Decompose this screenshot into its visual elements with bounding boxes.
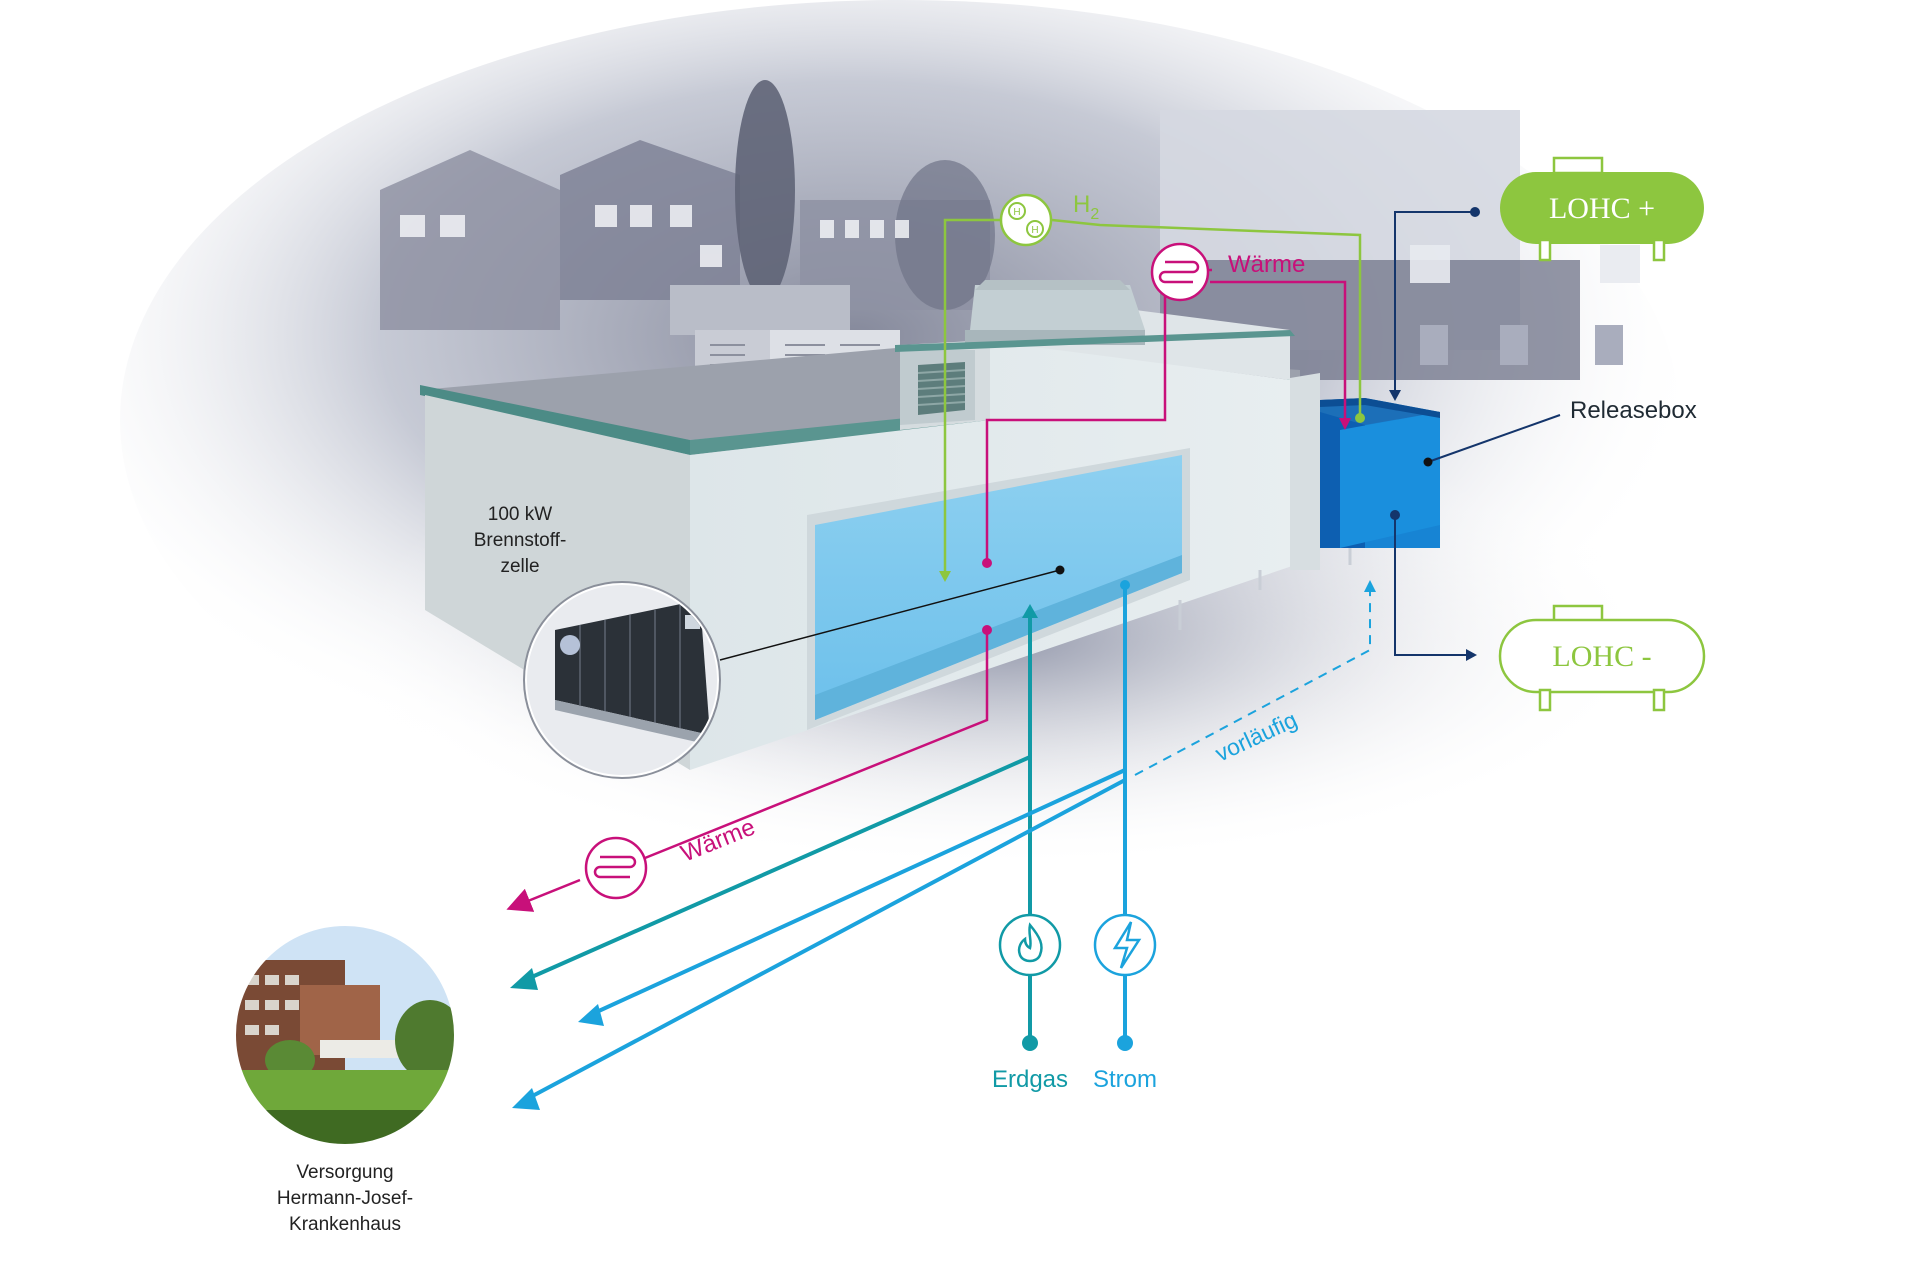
heat-label-top: Wärme [1228,251,1305,278]
fuel-cell-caption-line1: 100 kW [487,504,553,525]
hospital-caption-line2: Hermann-Josef- [276,1188,414,1209]
h2-label-subscript: 2 [1090,206,1099,223]
lohc-full-tank: LOHC + [1500,156,1704,262]
lohc-empty-tank: LOHC - [1498,604,1706,712]
lohc-empty-label: LOHC - [1552,640,1651,673]
heat-line-bottom [506,630,989,912]
svg-text:H: H [1031,225,1038,236]
heat-coil-icon [1150,242,1210,302]
power-label: Strom [1093,1066,1157,1093]
lohc-full-label: LOHC + [1549,192,1655,225]
gas-line [524,610,1032,1043]
lohc-lines [1394,211,1561,656]
provisional-line [1134,590,1371,776]
hydrogen-molecule-icon: H H [999,193,1053,247]
lightning-icon [1093,913,1157,977]
hospital-caption: Versorgung Hermann-Josef- Krankenhaus [255,1160,435,1238]
h2-label: H [1073,191,1090,218]
building [420,280,1352,770]
heat-coil-icon-bottom [584,836,648,900]
hospital-caption-line1: Versorgung [296,1162,394,1183]
h2-line [943,218,1362,575]
releasebox [1320,398,1440,548]
fuel-cell-caption-line2: Brennstoff- [473,530,567,551]
flame-icon [998,913,1062,977]
power-line [524,585,1127,1102]
hospital-photo [234,924,456,1146]
releasebox-label: Releasebox [1570,397,1697,424]
svg-text:H: H [1013,207,1020,218]
fuel-cell-caption-line3: zelle [500,556,540,577]
gas-label: Erdgas [992,1066,1068,1093]
fuel-cell-photo [523,581,721,779]
hospital-caption-line3: Krankenhaus [289,1214,401,1235]
fuel-cell-caption: 100 kW Brennstoff- zelle [450,502,590,580]
svg-text:H2: H2 [1073,191,1099,223]
